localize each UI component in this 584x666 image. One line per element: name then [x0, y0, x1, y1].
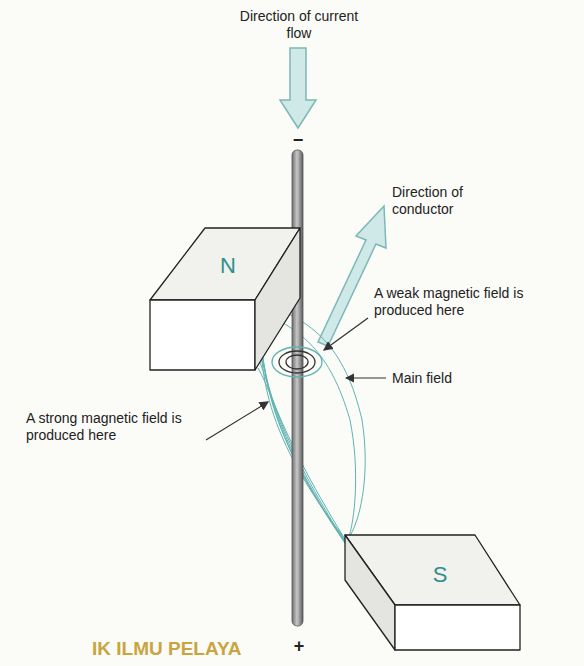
magnet-pole: S — [343, 533, 525, 654]
current-arrow — [280, 48, 316, 128]
magnet-block — [148, 226, 304, 374]
annotation-label: Main field — [392, 370, 492, 387]
annotation-label: Direction of current flow — [238, 8, 360, 42]
annotation-label: − — [290, 130, 306, 151]
conductor-field — [272, 347, 322, 377]
pole-letter: N — [220, 253, 236, 279]
annotation-label: + — [290, 636, 308, 657]
motion-arrow — [318, 206, 386, 346]
annotation-label: Direction of conductor — [392, 184, 502, 218]
magnet-pole: N — [148, 226, 304, 374]
conductor-rod — [292, 150, 303, 626]
magnet-block — [343, 533, 525, 654]
annotation-label: A strong magnetic field is produced here — [26, 410, 211, 444]
annotation-label: A weak magnetic field is produced here — [374, 285, 564, 319]
pole-letter: S — [433, 562, 448, 588]
watermark: IK ILMU PELAYA — [92, 638, 282, 660]
